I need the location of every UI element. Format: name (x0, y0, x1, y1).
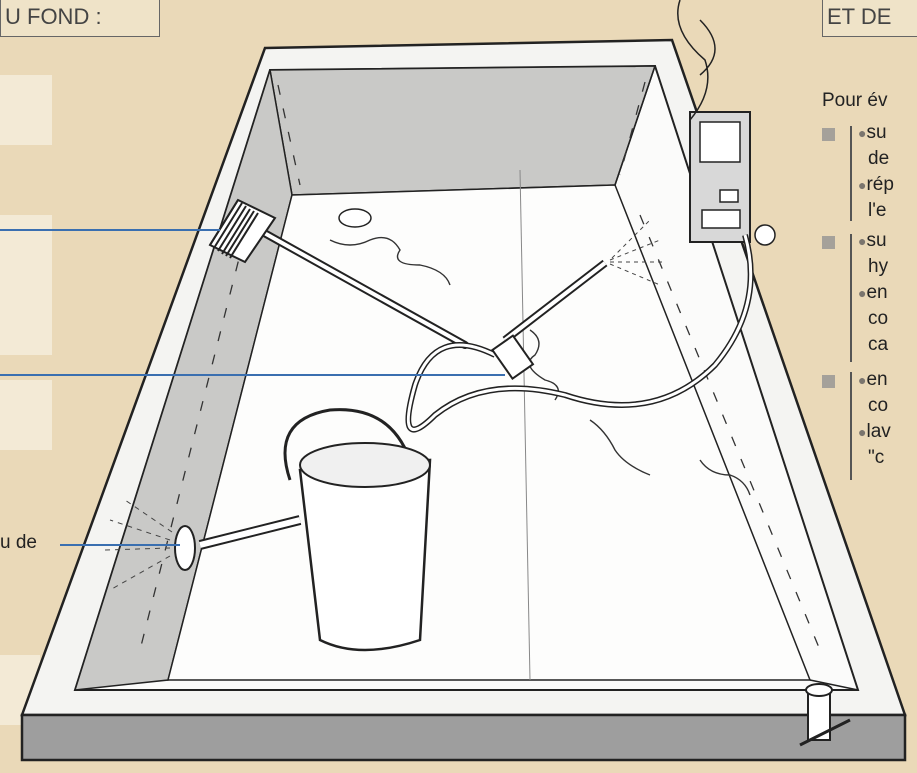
right-intro-text: Pour év (822, 90, 887, 112)
list-item-cont: co (868, 393, 888, 419)
list-item: ●en (858, 367, 888, 393)
group-bar-1 (850, 126, 852, 221)
right-heading-text: ET DE (827, 4, 891, 29)
list-item: ●su (858, 228, 887, 254)
pressure-washer (678, 0, 775, 245)
list-item-cont: de (868, 146, 889, 172)
left-text-block-2 (0, 215, 52, 355)
list-item-cont: hy (868, 254, 888, 280)
drain (339, 209, 371, 227)
group-marker-3 (822, 375, 835, 388)
left-text-block-3 (0, 380, 52, 450)
list-item: ●en (858, 280, 888, 306)
list-item: ●lav (858, 419, 891, 445)
list-item-cont: "c (868, 445, 884, 471)
group-marker-2 (822, 236, 835, 249)
group-bar-3 (850, 372, 852, 480)
group-bar-2 (850, 234, 852, 362)
left-heading-text: U FOND : (5, 4, 102, 29)
list-item-cont: l'e (868, 198, 886, 224)
list-item: ●su (858, 120, 887, 146)
list-item-cont: co (868, 306, 888, 332)
left-text-block-1 (0, 75, 52, 145)
left-section-heading: U FOND : (0, 0, 160, 37)
right-section-heading: ET DE (822, 0, 917, 37)
list-item-cont: ca (868, 332, 888, 358)
list-item: ●rép (858, 172, 894, 198)
group-marker-1 (822, 128, 835, 141)
left-caption-text: u de (0, 532, 37, 554)
